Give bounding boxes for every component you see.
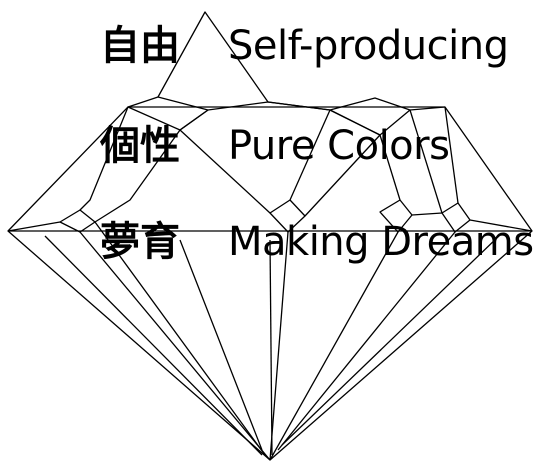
- motto-kanji: 個性: [100, 123, 180, 169]
- motto-english: Making Dreams: [228, 219, 534, 265]
- motto-kanji: 夢育: [100, 219, 180, 265]
- diamond-crown: [7, 106, 533, 461]
- motto-english: Self-producing: [228, 23, 509, 69]
- motto-english: Pure Colors: [228, 123, 450, 169]
- motto-row-individuality: 個性 Pure Colors: [0, 118, 538, 174]
- motto-row-dreams: 夢育 Making Dreams: [0, 214, 538, 270]
- motto-kanji: 自由: [100, 23, 180, 69]
- motto-row-freedom: 自由 Self-producing: [0, 18, 538, 74]
- diamond-peak: [157, 11, 269, 103]
